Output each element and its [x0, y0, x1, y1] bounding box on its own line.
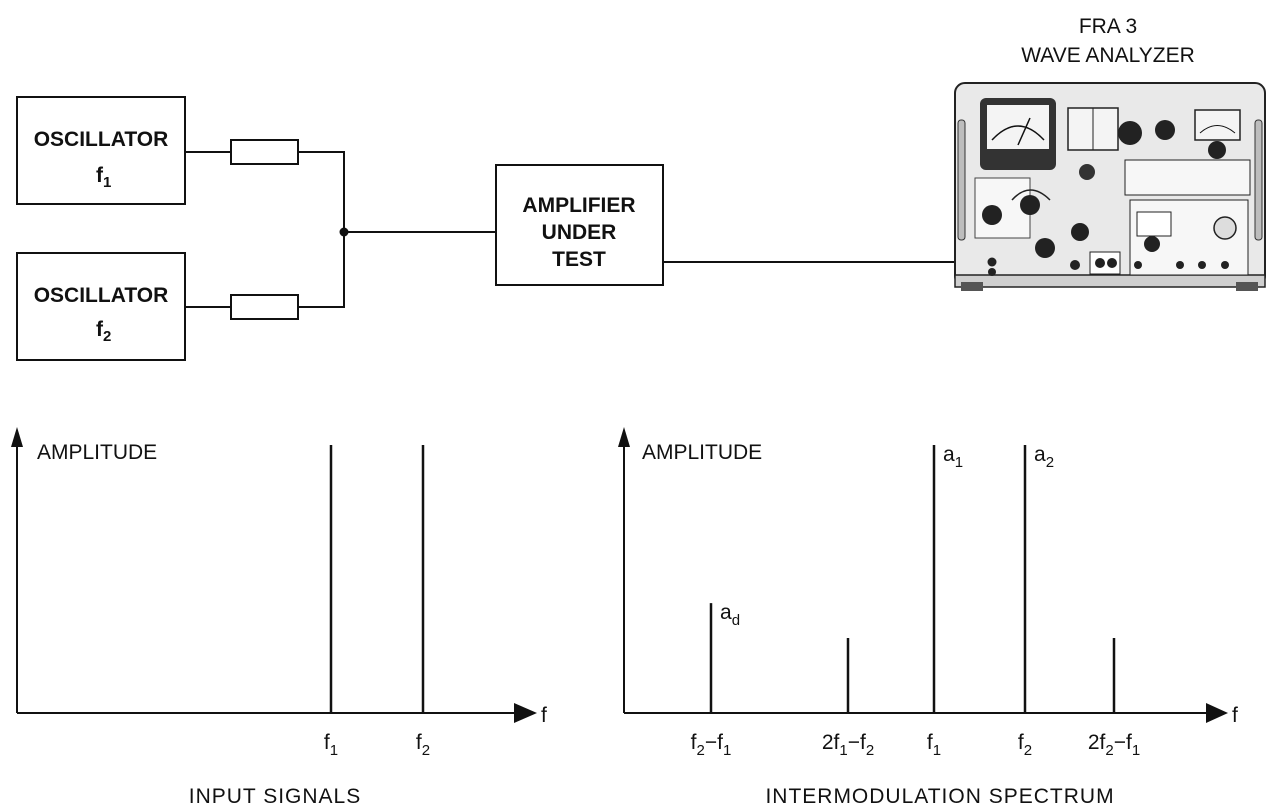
oscillator-2-block: OSCILLATOR f2	[16, 252, 186, 361]
level-knob	[1035, 238, 1055, 258]
analyzer-foot-right	[1236, 282, 1258, 291]
right-x-axis-label: f	[1232, 704, 1238, 727]
output-jack-1	[1134, 261, 1142, 269]
right-y-axis-label: AMPLITUDE	[642, 441, 762, 464]
input-jack-ground	[988, 268, 996, 276]
wave-analyzer-instrument	[954, 82, 1266, 291]
mode-knob	[1071, 223, 1089, 241]
left-x-tick-label: f1	[324, 731, 338, 759]
left-plot-caption: INPUT SIGNALS	[189, 785, 362, 808]
right-y-axis-arrow	[618, 427, 630, 447]
amplitude-label: a1	[943, 443, 963, 471]
bandwidth-knob	[1020, 195, 1040, 215]
intermodulation-spectrum-plot: AMPLITUDE f f2−f1 2f1−f2 f1 f2 2f2−f1 ad a1 a2…	[618, 427, 1238, 808]
amplifier-label-line1: AMPLIFIER	[522, 194, 635, 217]
right-x-tick-label: f1	[927, 731, 941, 759]
oscillator-1-label: OSCILLATOR	[34, 128, 169, 151]
left-x-axis-arrow	[514, 703, 537, 723]
analyzer-title: WAVE ANALYZER	[1021, 44, 1195, 67]
main-meter-scale	[991, 125, 1045, 141]
input-jack	[987, 257, 997, 267]
output-jack-2	[1176, 261, 1184, 269]
amplitude-label: a2	[1034, 443, 1054, 471]
amplifier-under-test-block: AMPLIFIER UNDER TEST	[495, 164, 664, 286]
right-x-axis-arrow	[1206, 703, 1228, 723]
main-meter-face	[987, 105, 1049, 149]
input-attenuator-knob	[982, 205, 1002, 225]
resistor-1	[230, 139, 299, 165]
oscillator-1-box	[16, 96, 186, 205]
aux-jack-3	[1107, 258, 1117, 268]
amplifier-box	[495, 164, 664, 286]
oscillator-2-frequency: f2	[96, 318, 111, 345]
right-x-tick-label: 2f2−f1	[1088, 731, 1140, 759]
right-x-tick-label: 2f1−f2	[822, 731, 874, 759]
analyzer-base	[954, 274, 1266, 288]
output-jack-4	[1221, 261, 1229, 269]
input-signals-plot: AMPLITUDE f f1 f2 INPUT SIGNALS	[11, 427, 547, 808]
output-jack-3	[1198, 261, 1206, 269]
range-knob	[1155, 120, 1175, 140]
info-panel	[1124, 159, 1251, 196]
right-x-tick-label: f2−f1	[691, 731, 732, 759]
amplifier-label-line3: TEST	[552, 248, 606, 271]
analyzer-handle-left	[957, 119, 966, 241]
analyzer-model-label: FRA 3	[1079, 15, 1137, 38]
oscillator-1-frequency: f1	[96, 164, 111, 191]
amplitude-label: ad	[720, 601, 740, 629]
left-x-axis-label: f	[541, 704, 547, 727]
tracking-meter-face	[1136, 211, 1172, 237]
switch-knob	[1079, 164, 1095, 180]
right-x-tick-label: f2	[1018, 731, 1032, 759]
analyzer-handle-right	[1254, 119, 1263, 241]
oscillator-1-block: OSCILLATOR f1	[16, 96, 186, 205]
aux-jack-2	[1095, 258, 1105, 268]
wiring	[185, 139, 990, 320]
resistor-2	[230, 294, 299, 320]
main-meter-needle	[1017, 117, 1031, 146]
oscillator-2-label: OSCILLATOR	[34, 284, 169, 307]
aux-meter-scale	[1199, 125, 1236, 134]
wire-r1-junction	[298, 151, 345, 232]
analyzer-foot-left	[961, 282, 983, 291]
aux-jack-1	[1070, 260, 1080, 270]
left-x-tick-label: f2	[416, 731, 430, 759]
tracking-knob	[1144, 236, 1160, 252]
bandwidth-meter-scale	[1011, 189, 1051, 201]
right-plot-caption: INTERMODULATION SPECTRUM	[765, 785, 1114, 808]
amplifier-label-line2: UNDER	[542, 221, 617, 244]
left-y-axis-label: AMPLITUDE	[37, 441, 157, 464]
frequency-knob	[1118, 121, 1142, 145]
wire-r2-junction	[298, 232, 345, 308]
aux-knob	[1208, 141, 1226, 159]
output-level-knob	[1213, 216, 1237, 240]
left-y-axis-arrow	[11, 427, 23, 447]
